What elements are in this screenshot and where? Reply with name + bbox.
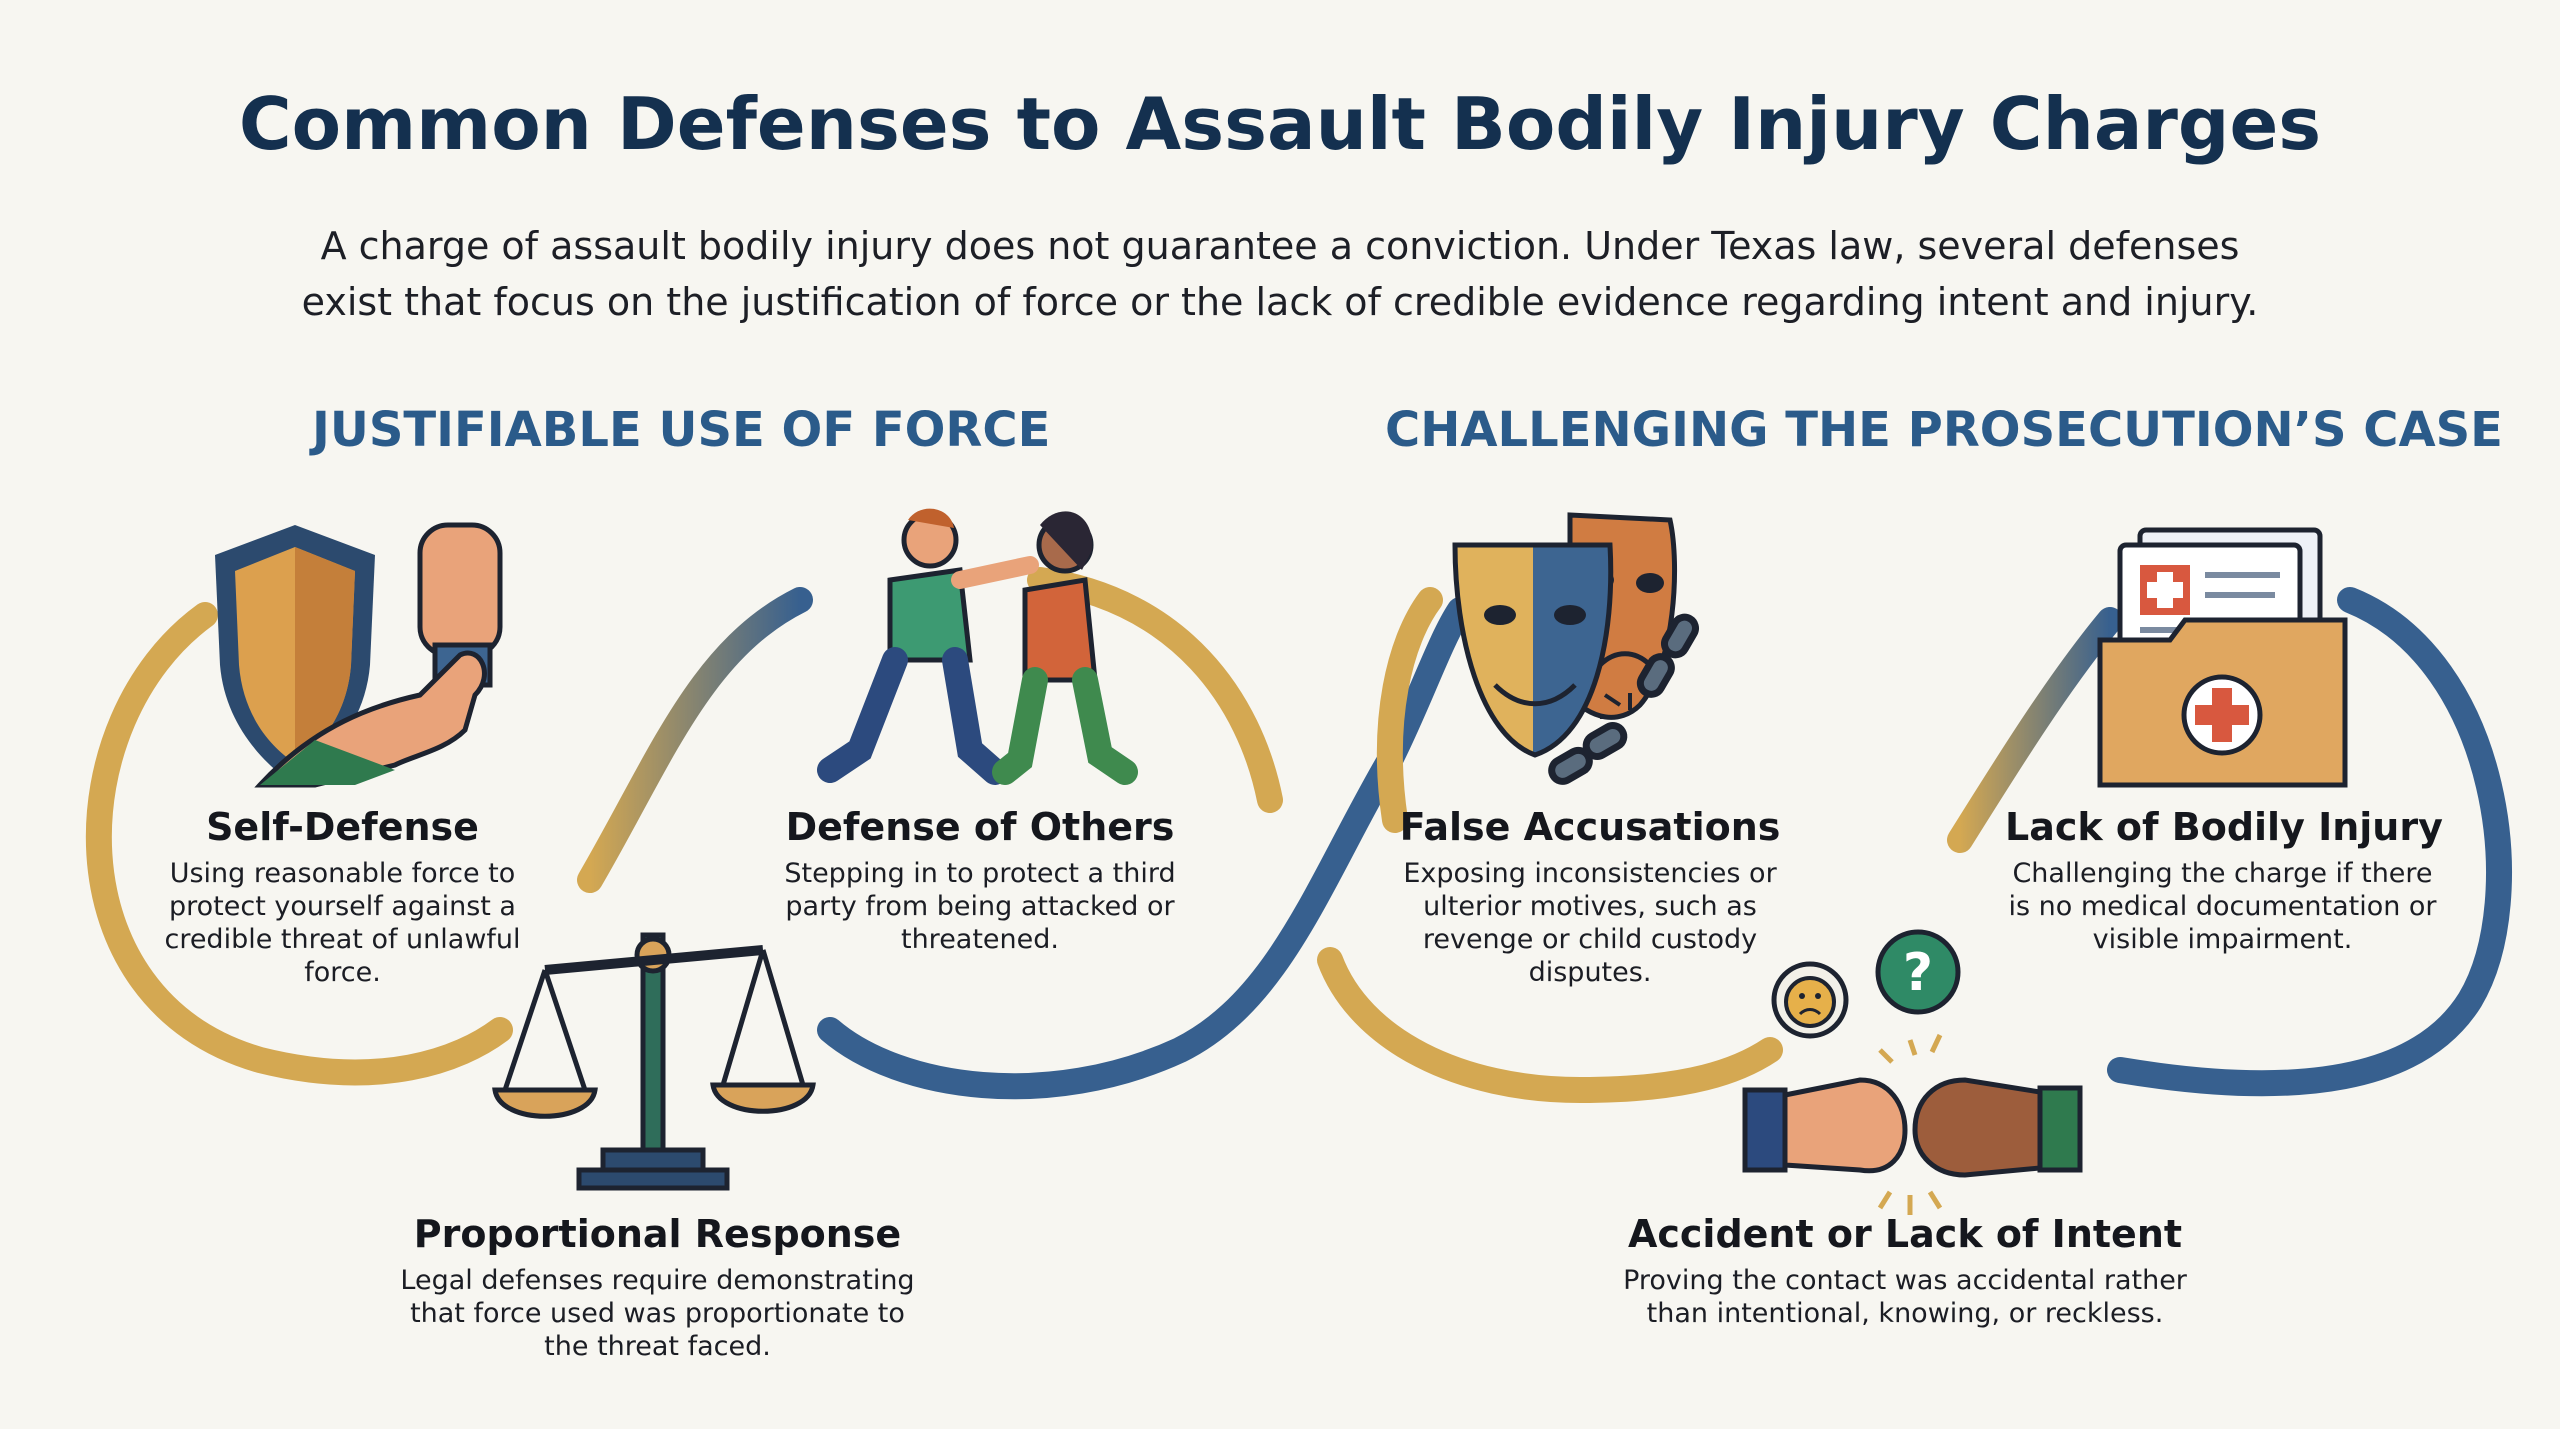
defense-title: False Accusations bbox=[1399, 805, 1781, 849]
defense-description: Challenging the charge if there is no me… bbox=[2008, 858, 2437, 955]
defense-description: Legal defenses require demonstrating tha… bbox=[400, 1265, 915, 1362]
ribbon-rise-1 bbox=[577, 587, 813, 893]
ribbon-right-loop bbox=[2107, 587, 2512, 1097]
theater-masks-broken-chain-icon bbox=[1452, 512, 1699, 785]
defense-title: Accident or Lack of Intent bbox=[1627, 1212, 2183, 1256]
defense-lack-of-bodily-injury: Lack of Bodily Injury Challenging the ch… bbox=[2005, 805, 2443, 956]
page-title: Common Defenses to Assault Bodily Injury… bbox=[238, 82, 2322, 166]
ribbon-trough-1 bbox=[817, 597, 1473, 1100]
shield-hand-icon bbox=[215, 522, 503, 788]
defense-title: Defense of Others bbox=[785, 805, 1175, 849]
defense-self-defense: Self-Defense Using reasonable force to p… bbox=[150, 805, 535, 989]
defense-title: Lack of Bodily Injury bbox=[2005, 805, 2443, 849]
defense-description: Exposing inconsistencies or ulterior mot… bbox=[1403, 858, 1777, 988]
ribbon-left-loop bbox=[85, 602, 513, 1086]
section-heading-justifiable-force: JUSTIFIABLE USE OF FORCE bbox=[312, 402, 1051, 458]
medical-folder-icon bbox=[2097, 527, 2348, 788]
defense-of-others: Defense of Others Stepping in to protect… bbox=[770, 805, 1190, 956]
flow-ribbon bbox=[85, 567, 2512, 1104]
defense-accident-lack-of-intent: Accident or Lack of Intent Proving the c… bbox=[1610, 1212, 2200, 1330]
ribbon-cross bbox=[1317, 947, 1783, 1104]
scales-of-justice-icon bbox=[492, 932, 816, 1191]
defense-proportional-response: Proportional Response Legal defenses req… bbox=[395, 1212, 920, 1363]
people-fighting-icon bbox=[817, 508, 1138, 785]
svg-text:?: ? bbox=[1903, 943, 1933, 1003]
defense-description: Proving the contact was accidental rathe… bbox=[1623, 1265, 2187, 1329]
ribbon-rise-2 bbox=[1947, 607, 2123, 853]
section-heading-challenging-case: CHALLENGING THE PROSECUTION’S CASE bbox=[1385, 402, 2503, 458]
defense-title: Self-Defense bbox=[206, 805, 479, 849]
defense-description: Stepping in to protect a third party fro… bbox=[784, 858, 1176, 955]
defense-false-accusations: False Accusations Exposing inconsistenci… bbox=[1365, 805, 1815, 989]
ribbon-crest-1 bbox=[1027, 567, 1283, 813]
defense-description: Using reasonable force to protect yourse… bbox=[164, 858, 521, 988]
fist-bump-question-icon: ? bbox=[1742, 929, 2083, 1215]
page-subtitle: A charge of assault bodily injury does n… bbox=[301, 224, 2259, 324]
ribbon-crest-2 bbox=[1376, 587, 1443, 833]
defense-title: Proportional Response bbox=[413, 1212, 902, 1256]
